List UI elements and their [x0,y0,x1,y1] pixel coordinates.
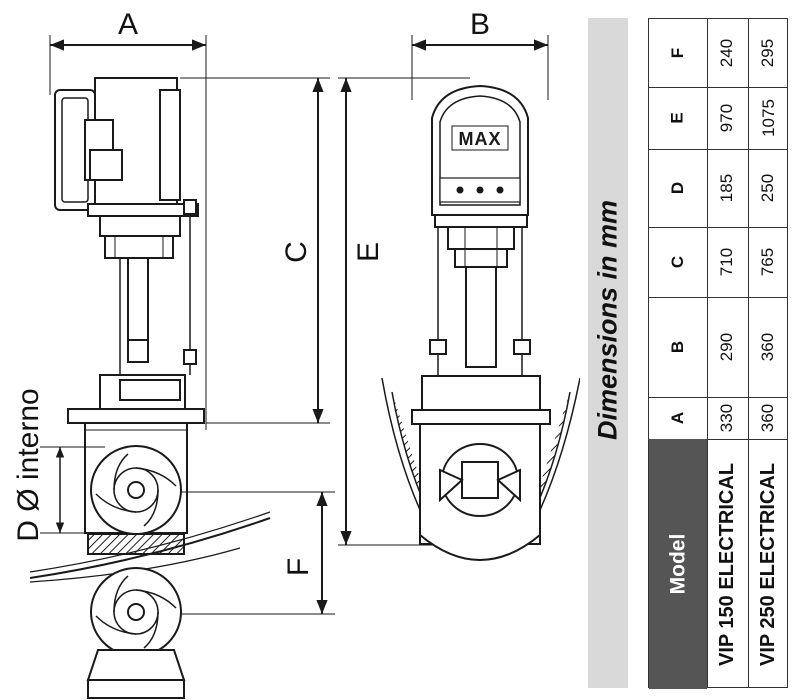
front-view [338,35,580,561]
row-vip150-a: 330 [717,403,737,433]
row-vip250-a: 360 [758,403,778,433]
front-shaft [465,266,497,368]
row-vip250-c: 765 [758,247,778,277]
motor-flange [87,203,199,217]
row-vip250-d: 250 [758,173,778,203]
header-b: B [668,340,687,354]
row-vip150-b: 290 [717,332,737,362]
header-e: E [668,112,687,124]
mounting-plate [67,408,205,424]
label-dim-f: F [282,558,315,576]
label-dim-a: A [118,8,138,41]
row-vip150-model: VIP 150 ELECTRICAL [716,462,738,666]
header-c: C [668,255,687,269]
label-dim-e: E [352,242,385,262]
header-a: A [668,411,687,425]
row-vip150-c: 710 [717,247,737,277]
row-vip150-d: 185 [717,173,737,203]
propeller-upper [90,445,182,535]
header-f: F [667,47,687,59]
drive-shaft [127,257,149,349]
base-foot [86,649,186,681]
dimensions-band [588,18,628,688]
row-vip250-e: 1075 [758,99,778,137]
max-logo: MAX [459,129,502,149]
dimensions-table: Model A B C D E F VIP 150 ELECTRICAL 330… [648,18,788,689]
row-vip250-b: 360 [758,332,778,362]
side-view [29,35,335,699]
header-d: D [668,181,687,195]
row-vip150-f: 240 [717,38,737,68]
header-model: Model [649,439,707,689]
row-vip150-e: 970 [717,103,737,133]
row-vip250-f: 295 [758,38,778,68]
label-dim-b: B [470,8,490,41]
dimensions-caption: Dimensions in mm [592,199,623,441]
label-dim-c: C [280,241,313,263]
thruster-dimension-drawing: MAX A B C E F D Ø interno [12,8,580,699]
propeller-lower [90,567,182,657]
row-vip250-model: VIP 250 ELECTRICAL [757,462,779,666]
label-dim-d: D Ø interno [12,388,45,541]
